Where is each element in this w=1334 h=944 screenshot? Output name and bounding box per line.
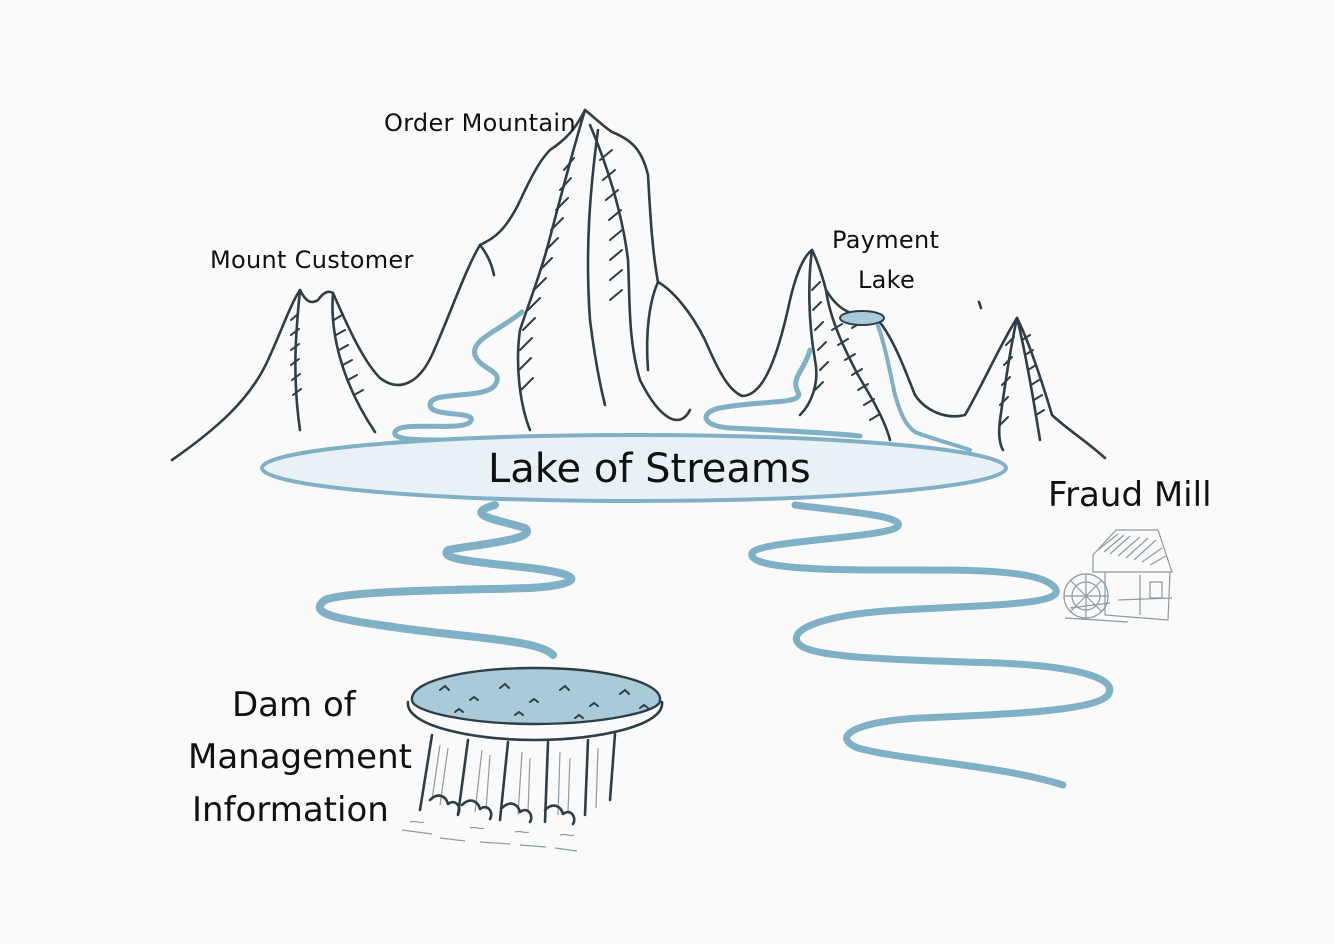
payment-lake-label-line2: Lake — [858, 266, 916, 294]
mountain-streams — [392, 309, 972, 452]
order-mountain-label: Order Mountain — [384, 109, 576, 137]
mountain-ridges — [294, 108, 1042, 452]
river-to-dam — [315, 501, 576, 659]
dam-label-line2: Management — [188, 737, 412, 777]
mount-customer-label: Mount Customer — [210, 246, 414, 274]
payment-lake-label-line1: Payment — [832, 226, 940, 254]
dam-label-line1: Dam of — [232, 685, 356, 725]
lake-of-streams-shape — [260, 433, 1008, 503]
mountain-range — [170, 108, 1107, 462]
sketch-mark — [977, 300, 983, 310]
fraud-mill-label: Fraud Mill — [1048, 475, 1212, 515]
dam-illustration — [401, 666, 664, 852]
river-to-fraud-mill — [748, 501, 1114, 789]
lake-of-streams-label: Lake of Streams — [488, 446, 811, 492]
mountain-hatching — [290, 149, 1045, 426]
payment-lake-pond — [839, 310, 885, 326]
dam-label-line3: Information — [192, 790, 389, 830]
fraud-mill-illustration — [1063, 529, 1173, 623]
